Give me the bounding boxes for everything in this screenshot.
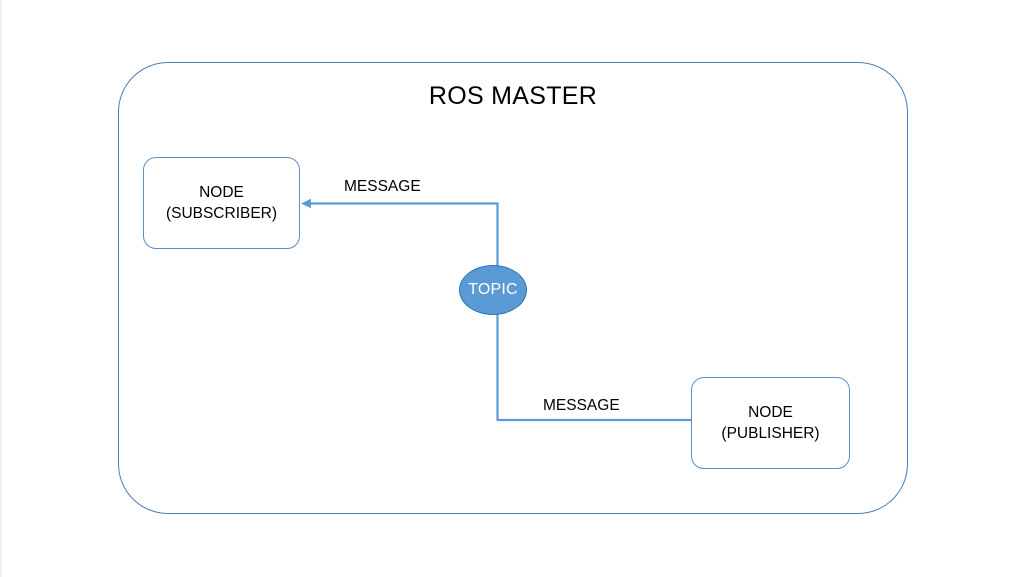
node-subscriber[interactable]: NODE (SUBSCRIBER) xyxy=(143,157,300,249)
node-subscriber-line1: NODE xyxy=(199,183,244,201)
message-label-publisher: MESSAGE xyxy=(543,397,620,414)
page-title: ROS MASTER xyxy=(428,82,598,110)
topic-ellipse[interactable]: TOPIC xyxy=(459,265,527,315)
message-label-subscriber: MESSAGE xyxy=(344,178,421,195)
node-publisher-line1: NODE xyxy=(748,403,793,421)
edge-topic-to-subscriber xyxy=(301,198,497,209)
node-publisher-line2: (PUBLISHER) xyxy=(721,425,820,442)
node-subscriber-line2: (SUBSCRIBER) xyxy=(165,205,278,222)
node-publisher[interactable]: NODE (PUBLISHER) xyxy=(691,377,850,469)
ros-master-boundary xyxy=(118,62,908,514)
topic-label: TOPIC xyxy=(468,281,518,298)
